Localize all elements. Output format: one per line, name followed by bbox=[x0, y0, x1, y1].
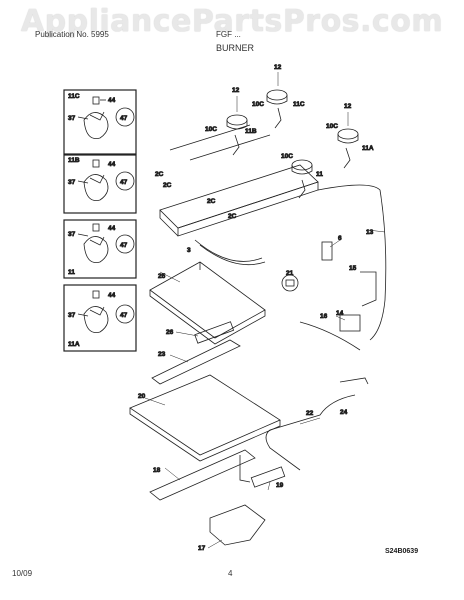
gas-tube bbox=[317, 184, 387, 341]
safety-valve bbox=[209, 504, 266, 546]
inset-11c-44: 44 bbox=[108, 97, 116, 104]
callout-20: 20 bbox=[138, 393, 146, 400]
footer-date: 10/09 bbox=[12, 569, 33, 578]
model-header: FGF ... bbox=[216, 30, 241, 39]
inset-11 bbox=[63, 219, 137, 279]
callout-25: 25 bbox=[158, 273, 166, 280]
inset-11c-37: 37 bbox=[68, 115, 76, 122]
callout-26: 26 bbox=[166, 329, 174, 336]
inset-11b-44: 44 bbox=[108, 161, 116, 168]
inset-11c-label: 11C bbox=[68, 93, 80, 100]
inset-11c-47: 47 bbox=[120, 115, 128, 122]
footer-page-number: 4 bbox=[228, 569, 233, 578]
burner-heads bbox=[226, 89, 359, 199]
inset-11a-47: 47 bbox=[120, 312, 128, 319]
inset-11b-37: 37 bbox=[68, 179, 76, 186]
callout-19: 19 bbox=[276, 482, 284, 489]
inset-11a-44: 44 bbox=[108, 292, 116, 299]
inset-11b-47: 47 bbox=[120, 179, 128, 186]
pressure-regulator bbox=[339, 314, 361, 332]
callout-21: 21 bbox=[286, 270, 294, 277]
callout-2c-b: 2C bbox=[163, 182, 172, 189]
callout-10c-right: 10C bbox=[326, 123, 338, 130]
inset-11a bbox=[63, 284, 137, 352]
callout-11: 11 bbox=[316, 171, 323, 178]
leader-lines bbox=[144, 72, 386, 549]
callout-11b: 11B bbox=[245, 128, 257, 135]
inset-11-44: 44 bbox=[108, 225, 116, 232]
inset-11a-label: 11A bbox=[68, 341, 80, 348]
inset-11b-label: 11B bbox=[68, 157, 80, 164]
inset-11b bbox=[63, 154, 137, 214]
callout-11a: 11A bbox=[362, 145, 374, 152]
circle-callout-21 bbox=[281, 274, 299, 292]
inset-11-label: 11 bbox=[68, 269, 75, 276]
callout-2c-a: 2C bbox=[155, 171, 164, 178]
callout-14: 14 bbox=[336, 310, 344, 317]
callout-16: 16 bbox=[320, 313, 328, 320]
inset-11c bbox=[63, 89, 137, 155]
bake-burner bbox=[149, 449, 256, 501]
callout-2c-c: 2C bbox=[207, 198, 216, 205]
callout-22: 22 bbox=[306, 410, 314, 417]
bake-burner-bracket bbox=[151, 339, 241, 385]
inset-11-47: 47 bbox=[120, 242, 128, 249]
callout-15: 15 bbox=[349, 265, 357, 272]
watermark: AppliancePartsPros.com bbox=[20, 4, 444, 39]
callout-10c-front: 10C bbox=[281, 153, 293, 160]
orifice-fitting bbox=[339, 377, 369, 385]
callout-23: 23 bbox=[158, 351, 166, 358]
callout-3: 3 bbox=[187, 247, 191, 254]
callout-2c-d: 2C bbox=[228, 213, 237, 220]
callout-12-right: 12 bbox=[344, 103, 352, 110]
bracket bbox=[360, 271, 377, 307]
bake-gas-tube bbox=[265, 394, 356, 471]
callout-17: 17 bbox=[198, 545, 206, 552]
baffle-plate bbox=[129, 374, 281, 456]
callout-10c-left: 10C bbox=[205, 126, 217, 133]
callout-13: 13 bbox=[366, 229, 374, 236]
callout-11c: 11C bbox=[293, 101, 305, 108]
callout-10c-center: 10C bbox=[252, 101, 264, 108]
heat-shield bbox=[149, 261, 266, 339]
diagram-code: S24B0639 bbox=[385, 548, 419, 555]
broil-igniter bbox=[250, 466, 286, 488]
igniter-switch bbox=[321, 241, 333, 261]
callout-24: 24 bbox=[340, 409, 348, 416]
callout-12-center: 12 bbox=[274, 64, 282, 71]
regulator-tube bbox=[299, 321, 361, 351]
callout-18: 18 bbox=[153, 467, 161, 474]
publication-header: Publication No. 5995 bbox=[35, 30, 109, 39]
bake-igniter bbox=[194, 321, 235, 344]
inset-11-37: 37 bbox=[68, 231, 76, 238]
callout-12-left: 12 bbox=[232, 87, 240, 94]
section-title: BURNER bbox=[216, 43, 255, 53]
callout-6: 6 bbox=[338, 235, 342, 242]
inset-11a-37: 37 bbox=[68, 312, 76, 319]
